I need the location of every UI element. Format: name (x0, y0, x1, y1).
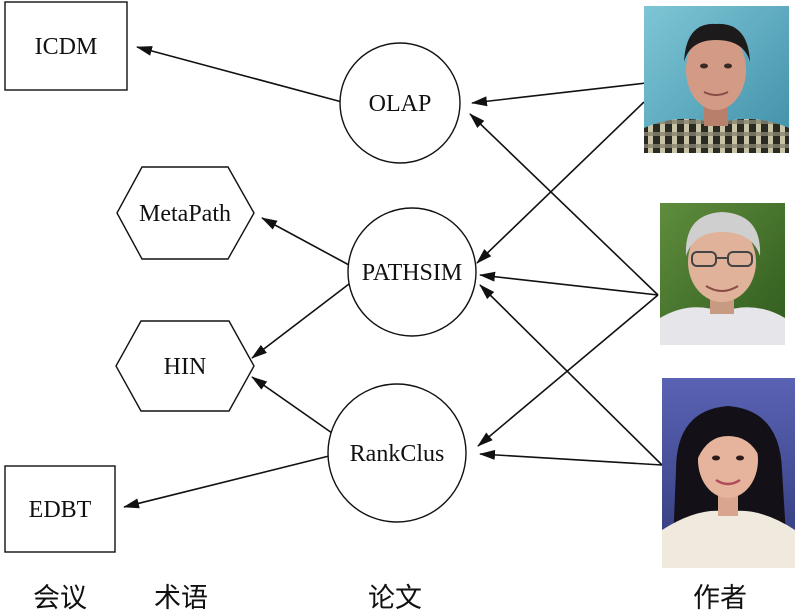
author-photo-2 (660, 203, 785, 345)
paper-olap-label: OLAP (369, 91, 432, 117)
paper-pathsim-label: PATHSIM (362, 260, 463, 286)
term-hin: HIN (115, 320, 255, 412)
paper-pathsim: PATHSIM (347, 207, 477, 337)
edges-layer (123, 46, 663, 509)
paper-olap: OLAP (339, 42, 461, 164)
edge-rankclus-to-edbt (123, 455, 330, 509)
column-label-author: 作者 (693, 583, 747, 614)
edge-rankclus-to-hin (251, 376, 333, 434)
column-label-venue: 会议 (33, 583, 87, 614)
edge-author2-to-olap (469, 113, 659, 296)
venue-edbt: EDBT (4, 465, 116, 553)
venue-icdm: ICDM (4, 1, 128, 91)
edge-author2-to-pathsim (479, 271, 659, 296)
term-metapath-label: MetaPath (139, 201, 231, 227)
paper-rankclus-label: RankClus (350, 441, 445, 467)
edge-pathsim-to-metapath (261, 217, 350, 266)
term-hin-label: HIN (164, 354, 207, 380)
term-metapath: MetaPath (116, 166, 255, 260)
venue-icdm-label: ICDM (35, 34, 98, 60)
author-photo-3 (662, 378, 795, 568)
column-label-term: 术语 (154, 583, 208, 614)
author-photo-1 (644, 6, 789, 153)
edge-olap-to-icdm (136, 46, 343, 103)
edge-author2-to-rankclus (477, 294, 659, 447)
edge-author3-to-rankclus (479, 449, 663, 466)
edge-author1-to-olap (471, 82, 647, 107)
paper-rankclus: RankClus (327, 383, 467, 523)
edge-author1-to-pathsim (476, 101, 645, 264)
edge-author3-to-pathsim (479, 284, 663, 466)
column-label-paper: 论文 (368, 583, 422, 614)
venue-edbt-label: EDBT (29, 497, 92, 523)
edge-pathsim-to-hin (251, 283, 350, 359)
